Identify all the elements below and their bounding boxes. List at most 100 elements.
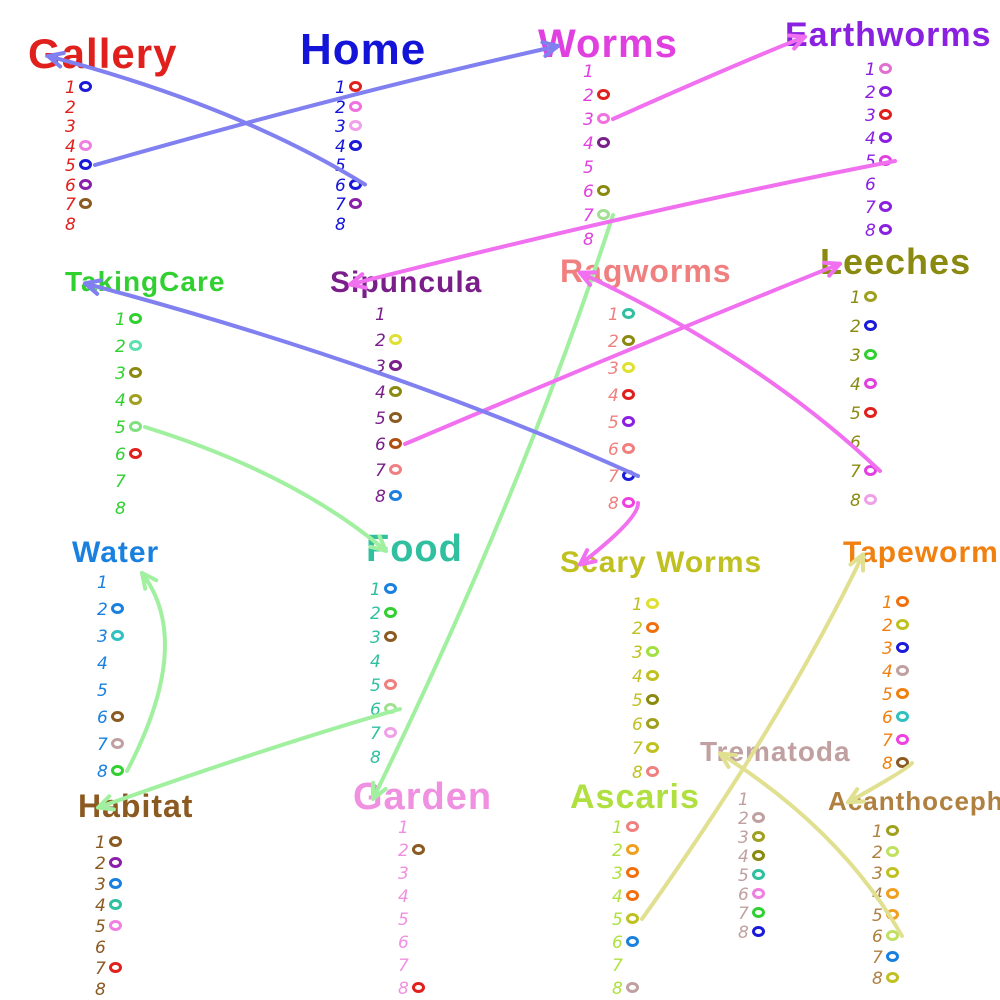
link-marker-icon[interactable]	[384, 631, 397, 642]
link-marker-icon[interactable]	[864, 465, 877, 476]
page-title-water[interactable]: Water	[72, 536, 160, 569]
link-marker-icon[interactable]	[412, 844, 425, 855]
link-marker-icon[interactable]	[389, 334, 402, 345]
link-marker-icon[interactable]	[879, 224, 892, 235]
link-marker-icon[interactable]	[626, 844, 639, 855]
link-marker-icon[interactable]	[886, 888, 899, 899]
link-marker-icon[interactable]	[646, 718, 659, 729]
link-marker-icon[interactable]	[646, 742, 659, 753]
page-title-ascaris[interactable]: Ascaris	[570, 778, 700, 816]
link-marker-icon[interactable]	[646, 766, 659, 777]
link-marker-icon[interactable]	[622, 308, 635, 319]
link-marker-icon[interactable]	[109, 920, 122, 931]
link-marker-icon[interactable]	[896, 688, 909, 699]
link-marker-icon[interactable]	[879, 109, 892, 120]
page-title-food[interactable]: Food	[366, 528, 463, 570]
link-marker-icon[interactable]	[622, 389, 635, 400]
link-marker-icon[interactable]	[111, 630, 124, 641]
link-marker-icon[interactable]	[896, 711, 909, 722]
page-title-home[interactable]: Home	[300, 25, 427, 74]
link-marker-icon[interactable]	[879, 201, 892, 212]
page-title-takingcare[interactable]: TakingCare	[65, 266, 226, 297]
link-marker-icon[interactable]	[864, 378, 877, 389]
page-title-ragworms[interactable]: Ragworms	[560, 253, 732, 289]
link-marker-icon[interactable]	[79, 139, 92, 151]
link-marker-icon[interactable]	[349, 198, 362, 209]
link-marker-icon[interactable]	[109, 857, 122, 868]
link-marker-icon[interactable]	[384, 607, 397, 618]
link-marker-icon[interactable]	[886, 951, 899, 962]
link-marker-icon[interactable]	[384, 727, 397, 738]
page-title-garden[interactable]: Garden	[353, 776, 493, 818]
link-marker-icon[interactable]	[597, 113, 610, 124]
link-marker-icon[interactable]	[111, 603, 124, 614]
link-marker-icon[interactable]	[79, 178, 92, 190]
link-marker-icon[interactable]	[626, 913, 639, 924]
link-marker-icon[interactable]	[349, 139, 362, 151]
page-title-gallery[interactable]: Gallery	[28, 30, 178, 77]
link-marker-icon[interactable]	[111, 765, 124, 776]
link-marker-icon[interactable]	[886, 846, 899, 857]
link-marker-icon[interactable]	[864, 407, 877, 418]
page-title-scaryworms[interactable]: Scary Worms	[560, 546, 763, 579]
link-marker-icon[interactable]	[886, 909, 899, 920]
link-marker-icon[interactable]	[752, 907, 765, 918]
link-marker-icon[interactable]	[752, 888, 765, 899]
link-marker-icon[interactable]	[129, 367, 142, 378]
link-marker-icon[interactable]	[129, 421, 142, 432]
link-marker-icon[interactable]	[879, 63, 892, 74]
link-marker-icon[interactable]	[622, 497, 635, 508]
link-marker-icon[interactable]	[752, 850, 765, 861]
link-marker-icon[interactable]	[109, 899, 122, 910]
link-marker-icon[interactable]	[622, 335, 635, 346]
link-marker-icon[interactable]	[384, 703, 397, 714]
page-title-sipuncula[interactable]: Sipuncula	[330, 266, 483, 299]
page-title-acanthocephala[interactable]: Acanthocephala	[828, 786, 1000, 816]
link-marker-icon[interactable]	[626, 821, 639, 832]
link-marker-icon[interactable]	[622, 362, 635, 373]
link-marker-icon[interactable]	[622, 443, 635, 454]
link-marker-icon[interactable]	[626, 936, 639, 947]
link-marker-icon[interactable]	[389, 464, 402, 475]
link-marker-icon[interactable]	[646, 622, 659, 633]
link-marker-icon[interactable]	[622, 416, 635, 427]
link-marker-icon[interactable]	[886, 930, 899, 941]
link-marker-icon[interactable]	[597, 89, 610, 100]
link-marker-icon[interactable]	[864, 291, 877, 302]
link-marker-icon[interactable]	[896, 642, 909, 653]
link-marker-icon[interactable]	[111, 738, 124, 749]
page-title-worms[interactable]: Worms	[538, 22, 678, 66]
link-marker-icon[interactable]	[879, 155, 892, 166]
link-marker-icon[interactable]	[879, 86, 892, 97]
link-marker-icon[interactable]	[886, 972, 899, 983]
link-marker-icon[interactable]	[864, 320, 877, 331]
link-marker-icon[interactable]	[389, 386, 402, 397]
link-marker-icon[interactable]	[646, 694, 659, 705]
link-marker-icon[interactable]	[886, 825, 899, 836]
link-marker-icon[interactable]	[389, 360, 402, 371]
link-marker-icon[interactable]	[129, 394, 142, 405]
page-title-leeches[interactable]: Leeches	[820, 241, 972, 282]
link-marker-icon[interactable]	[896, 596, 909, 607]
page-title-tapeworms[interactable]: Tapeworms	[843, 536, 1000, 569]
link-marker-icon[interactable]	[752, 831, 765, 842]
link-marker-icon[interactable]	[349, 100, 362, 112]
link-marker-icon[interactable]	[79, 159, 92, 170]
link-marker-icon[interactable]	[896, 619, 909, 630]
link-marker-icon[interactable]	[864, 349, 877, 360]
page-title-trematoda[interactable]: Trematoda	[700, 736, 851, 767]
link-marker-icon[interactable]	[896, 757, 909, 768]
link-marker-icon[interactable]	[879, 132, 892, 143]
link-marker-icon[interactable]	[79, 81, 92, 92]
link-marker-icon[interactable]	[129, 448, 142, 459]
link-marker-icon[interactable]	[626, 867, 639, 878]
link-marker-icon[interactable]	[109, 962, 122, 973]
link-marker-icon[interactable]	[864, 494, 877, 505]
link-marker-icon[interactable]	[349, 120, 362, 131]
link-marker-icon[interactable]	[384, 679, 397, 690]
link-marker-icon[interactable]	[886, 867, 899, 878]
link-marker-icon[interactable]	[896, 665, 909, 676]
link-marker-icon[interactable]	[349, 178, 362, 190]
link-marker-icon[interactable]	[109, 878, 122, 889]
link-marker-icon[interactable]	[646, 670, 659, 681]
